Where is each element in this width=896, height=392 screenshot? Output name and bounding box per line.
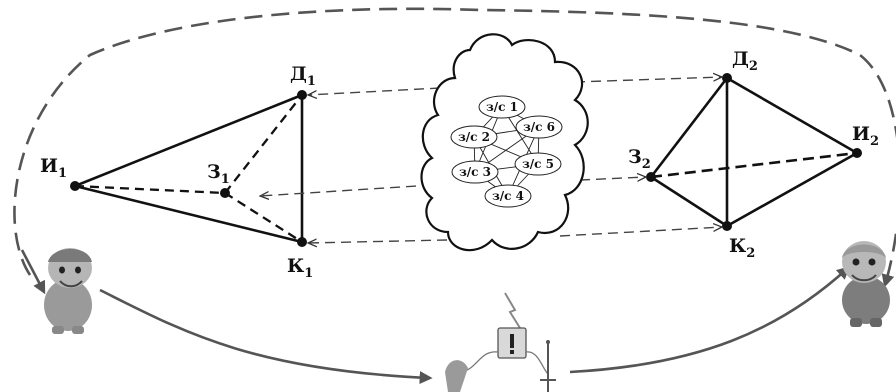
node-k1 — [297, 237, 307, 247]
cloud-node-2-label: з/с 2 — [458, 130, 490, 144]
cloud-connections — [260, 77, 722, 243]
outer-dashed-arc — [13, 7, 896, 288]
node-d1 — [297, 90, 307, 100]
cloud-node-2: з/с 2 — [450, 125, 498, 149]
label-k2: К2 — [729, 235, 755, 261]
label-k1: К1 — [287, 255, 313, 281]
left-graph — [70, 90, 307, 247]
cloud-node-6-label: з/с 6 — [523, 120, 555, 134]
node-i1 — [70, 181, 80, 191]
person-left-icon — [44, 248, 92, 334]
cloud-node-1: з/с 1 — [478, 95, 526, 119]
node-z2 — [646, 172, 656, 182]
node-k2 — [722, 221, 732, 231]
bottom-solid-curve — [99, 288, 433, 385]
cloud-node-1-label: з/с 1 — [486, 100, 518, 114]
transmitter-device-icon — [445, 292, 556, 392]
label-z1: З1 — [207, 161, 230, 187]
cloud-node-3: з/с 3 — [451, 160, 499, 184]
label-i2: И2 — [852, 123, 879, 149]
cloud-node-5-label: з/с 5 — [522, 157, 554, 171]
label-d2: Д2 — [732, 48, 758, 74]
node-d2 — [722, 73, 732, 83]
cloud-node-4-label: з/с 4 — [492, 189, 524, 203]
node-i2 — [852, 148, 862, 158]
label-d1: Д1 — [290, 63, 316, 89]
cloud-node-6: з/с 6 — [515, 115, 563, 139]
cloud-node-4: з/с 4 — [484, 184, 532, 208]
node-z1 — [220, 188, 230, 198]
cloud-node-5: з/с 5 — [514, 152, 562, 176]
right-graph — [646, 73, 862, 231]
cloud-nodes: з/с 1 з/с 2 з/с 6 з/с 3 з/с 5 з/с 4 — [450, 95, 563, 208]
person-right-icon — [842, 241, 890, 327]
cloud-node-3-label: з/с 3 — [459, 165, 491, 179]
label-z2: З2 — [628, 146, 651, 172]
label-i1: И1 — [40, 155, 67, 181]
outer-arc-left-arrow — [20, 249, 46, 295]
cloud — [420, 33, 589, 252]
bottom-solid-curve-right — [569, 266, 850, 374]
